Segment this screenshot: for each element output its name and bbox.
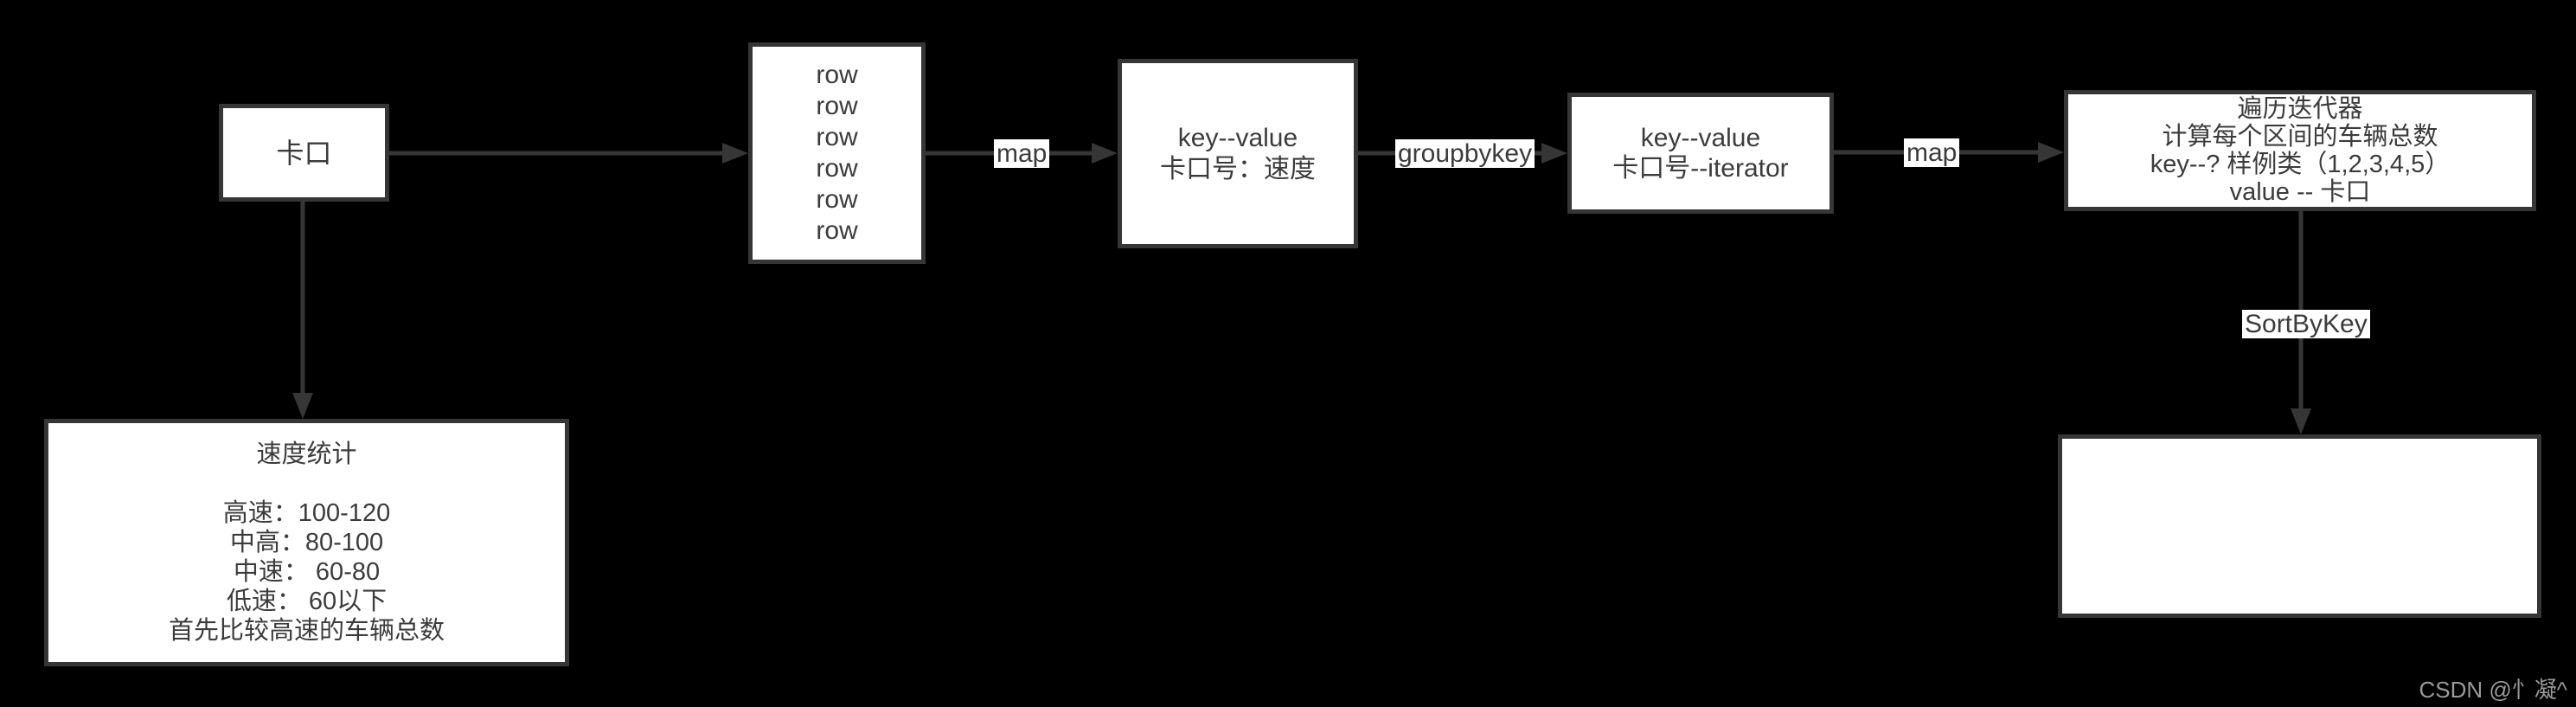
arrowhead-right-icon <box>2038 142 2064 163</box>
node-rows: row row row row row row <box>748 42 926 264</box>
node-kv-speed-line2: 卡口号：速度 <box>1160 154 1316 183</box>
node-traverse-iterator: 遍历迭代器 计算每个区间的车辆总数 key--? 样例类（1,2,3,4,5） … <box>2064 90 2536 211</box>
edge-label-groupbykey: groupbykey <box>1395 139 1535 168</box>
node-kv-iterator-line2: 卡口号--iterator <box>1612 154 1789 183</box>
arrowhead-right-icon <box>1092 143 1118 164</box>
edge-checkpoint-to-speed-stats <box>292 202 313 419</box>
row-line: row <box>816 216 858 245</box>
edge-checkpoint-to-rows <box>389 143 748 164</box>
node-speed-stats-line1: 高速：100-120 <box>222 499 391 527</box>
row-line: row <box>816 185 858 214</box>
node-key-value-speed: key--value 卡口号：速度 <box>1118 59 1358 248</box>
node-speed-stats: 速度统计 高速：100-120 中高：80-100 中速： 60-80 低速： … <box>44 419 569 666</box>
node-sorted-result <box>2058 434 2541 618</box>
node-speed-stats-title: 速度统计 <box>256 440 357 468</box>
node-traverse-line1: 遍历迭代器 <box>2237 95 2363 123</box>
row-line: row <box>816 92 858 120</box>
edge-label-map-1: map <box>994 139 1050 168</box>
node-kv-speed-line1: key--value <box>1177 123 1298 152</box>
edge-label-sortbykey: SortByKey <box>2242 310 2370 338</box>
node-key-value-iterator: key--value 卡口号--iterator <box>1567 93 1834 214</box>
arrowhead-right-icon <box>1541 143 1567 164</box>
row-line: row <box>816 61 858 89</box>
node-speed-stats-line5: 首先比较高速的车辆总数 <box>168 617 445 645</box>
arrowhead-down-icon <box>292 393 313 419</box>
arrowhead-right-icon <box>722 143 748 164</box>
row-line: row <box>816 154 858 183</box>
node-kv-iterator-line1: key--value <box>1640 124 1761 152</box>
row-line: row <box>816 123 858 151</box>
node-speed-stats-line4: 低速： 60以下 <box>226 588 388 615</box>
edge-label-map-2: map <box>1904 138 1960 167</box>
node-traverse-line4: value -- 卡口 <box>2229 178 2371 206</box>
node-checkpoint: 卡口 <box>219 104 389 202</box>
node-traverse-line3: key--? 样例类（1,2,3,4,5） <box>2150 151 2451 178</box>
csdn-watermark: CSDN @忄凝^ <box>2419 677 2568 703</box>
node-checkpoint-label: 卡口 <box>276 137 332 169</box>
node-speed-stats-line2: 中高：80-100 <box>229 529 384 556</box>
node-speed-stats-line3: 中速： 60-80 <box>233 558 381 586</box>
arrowhead-down-icon <box>2291 408 2311 434</box>
node-traverse-line2: 计算每个区间的车辆总数 <box>2162 123 2438 151</box>
